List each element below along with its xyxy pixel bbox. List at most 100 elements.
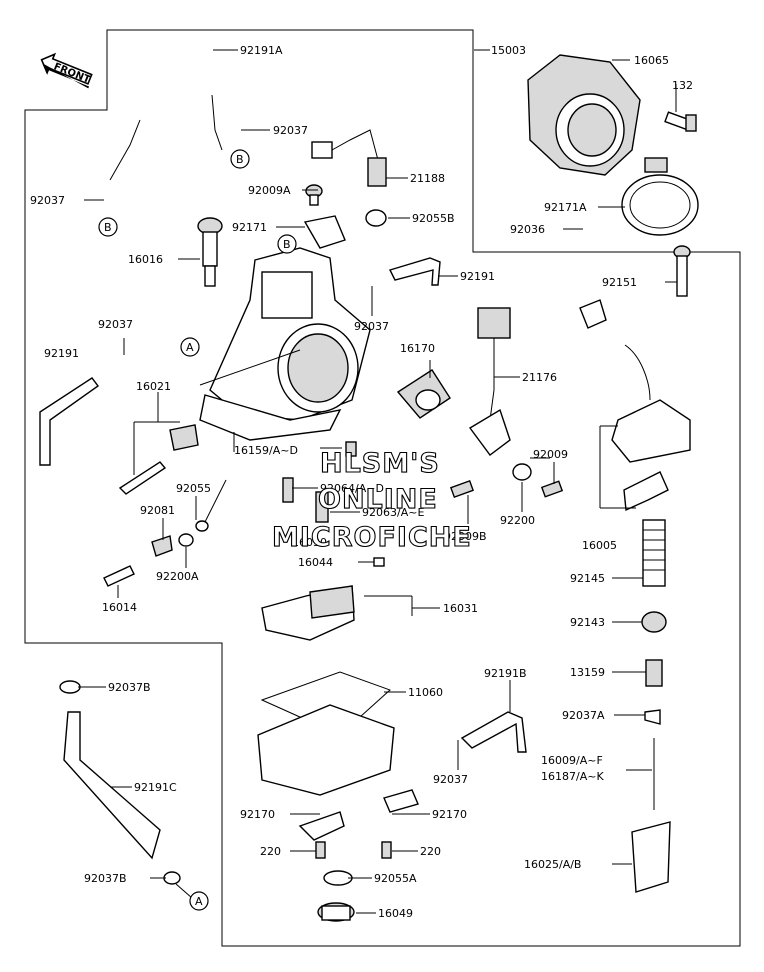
callout-16025[interactable]: 16025/A/B: [524, 858, 581, 871]
callout-92151[interactable]: 92151: [602, 276, 637, 289]
callout-92037-mid-left[interactable]: 92037: [98, 318, 133, 331]
svg-text:B: B: [104, 221, 112, 234]
marker-b-top: B: [230, 149, 250, 169]
clip-92037b-top: [59, 680, 81, 694]
callout-92037-top[interactable]: 92037: [273, 124, 308, 137]
hose-92191-left: [39, 377, 99, 466]
screw-220-right: [381, 841, 392, 859]
callout-92081[interactable]: 92081: [140, 504, 175, 517]
diagram-frame: [24, 29, 741, 947]
callout-labels: 92191A 15003 16065 132 92037 21188 92037…: [30, 44, 693, 920]
svg-text:HLSM'S: HLSM'S: [320, 448, 440, 479]
callout-16159[interactable]: 16159/A~D: [234, 444, 298, 457]
callout-92170-left[interactable]: 92170: [240, 808, 275, 821]
callout-92191a[interactable]: 92191A: [240, 44, 283, 57]
callout-92145[interactable]: 92145: [570, 572, 605, 585]
svg-text:B: B: [236, 153, 244, 166]
spring-92081: [151, 535, 173, 557]
callout-15003[interactable]: 15003: [491, 44, 526, 57]
callout-11060[interactable]: 11060: [408, 686, 443, 699]
callout-92143[interactable]: 92143: [570, 616, 605, 629]
callout-16049[interactable]: 16049: [378, 907, 413, 920]
screw-16016: [197, 217, 223, 287]
callout-92191c[interactable]: 92191C: [134, 781, 177, 794]
callout-21188[interactable]: 21188: [410, 172, 445, 185]
slide-16025: [631, 821, 671, 893]
clip-92037a: [644, 709, 661, 725]
front-label: FRONT: [52, 61, 92, 86]
callout-16005[interactable]: 16005: [582, 539, 617, 552]
callout-92191-right[interactable]: 92191: [460, 270, 495, 283]
jet-92064: [282, 477, 294, 503]
callout-16030[interactable]: 16030: [292, 536, 327, 549]
callout-92171[interactable]: 92171: [232, 221, 267, 234]
callout-92170-right[interactable]: 92170: [432, 808, 467, 821]
sensor-16170: [396, 369, 451, 419]
callout-92200[interactable]: 92200: [500, 514, 535, 527]
screw-92009: [540, 480, 564, 498]
callout-92037a[interactable]: 92037A: [562, 709, 605, 722]
callout-92200a[interactable]: 92200A: [156, 570, 199, 583]
callout-92055b[interactable]: 92055B: [412, 212, 455, 225]
svg-text:A: A: [186, 341, 194, 354]
callout-92036[interactable]: 92036: [510, 223, 545, 236]
leader-lines: [78, 49, 677, 914]
callout-92009b[interactable]: 92009B: [444, 530, 487, 543]
callout-16065[interactable]: 16065: [634, 54, 669, 67]
hose-92191-right: [389, 257, 441, 286]
callout-92191b[interactable]: 92191B: [484, 667, 527, 680]
callout-220-left[interactable]: 220: [260, 845, 281, 858]
callout-92037-bowl[interactable]: 92037: [433, 773, 468, 786]
part-13159: [645, 659, 663, 687]
svg-text:B: B: [283, 238, 291, 251]
callout-16031[interactable]: 16031: [443, 602, 478, 615]
marker-a-bottom: A: [189, 891, 209, 911]
callout-92037b-bottom[interactable]: 92037B: [84, 872, 127, 885]
pin-16044: [373, 557, 385, 567]
spring-92145: [642, 519, 666, 587]
callout-92037-left[interactable]: 92037: [30, 194, 65, 207]
harness-21176: [468, 307, 511, 456]
adapter-16065: [527, 54, 641, 176]
callout-92064[interactable]: 92064/A~D: [320, 482, 384, 495]
callout-92055a[interactable]: 92055A: [374, 872, 417, 885]
callout-16014[interactable]: 16014: [102, 601, 137, 614]
callout-16170[interactable]: 16170: [400, 342, 435, 355]
callout-92009a[interactable]: 92009A: [248, 184, 291, 197]
callout-132[interactable]: 132: [672, 79, 693, 92]
callout-16016[interactable]: 16016: [128, 253, 163, 266]
clamp-92171a: [621, 157, 699, 236]
jet-16159: [345, 441, 357, 457]
callout-13159[interactable]: 13159: [570, 666, 605, 679]
callout-16187[interactable]: 16187/A~K: [541, 770, 604, 783]
callout-92037b-top[interactable]: 92037B: [108, 681, 151, 694]
screw-16021: [118, 424, 199, 495]
callout-92063[interactable]: 92063/A~E: [362, 506, 424, 519]
svg-text:MICROFICHE: MICROFICHE: [272, 522, 472, 553]
callout-92171a[interactable]: 92171A: [544, 201, 587, 214]
hose-92191c: [63, 711, 161, 860]
sensor-21188: [311, 129, 387, 187]
marker-b-body: B: [277, 234, 297, 254]
plug-16049: [317, 902, 355, 922]
callout-220-right[interactable]: 220: [420, 845, 441, 858]
callout-16021[interactable]: 16021: [136, 380, 171, 393]
callout-21176[interactable]: 21176: [522, 371, 557, 384]
cover-assembly: [579, 299, 691, 512]
callout-92009[interactable]: 92009: [533, 448, 568, 461]
svg-text:A: A: [195, 895, 203, 908]
callout-92055[interactable]: 92055: [176, 482, 211, 495]
hose-92191b: [460, 711, 527, 753]
callout-92191-left[interactable]: 92191: [44, 347, 79, 360]
callout-16044[interactable]: 16044: [298, 556, 333, 569]
callout-92037-mid[interactable]: 92037: [354, 320, 389, 333]
clip-92037b-bottom: [163, 871, 181, 885]
float-16031: [261, 585, 355, 641]
screw-92009a: [305, 184, 323, 206]
screw-220-left: [315, 841, 326, 859]
callout-16009[interactable]: 16009/A~F: [541, 754, 603, 767]
svg-text:ONLINE: ONLINE: [318, 484, 438, 515]
bolt-132: [664, 111, 697, 132]
